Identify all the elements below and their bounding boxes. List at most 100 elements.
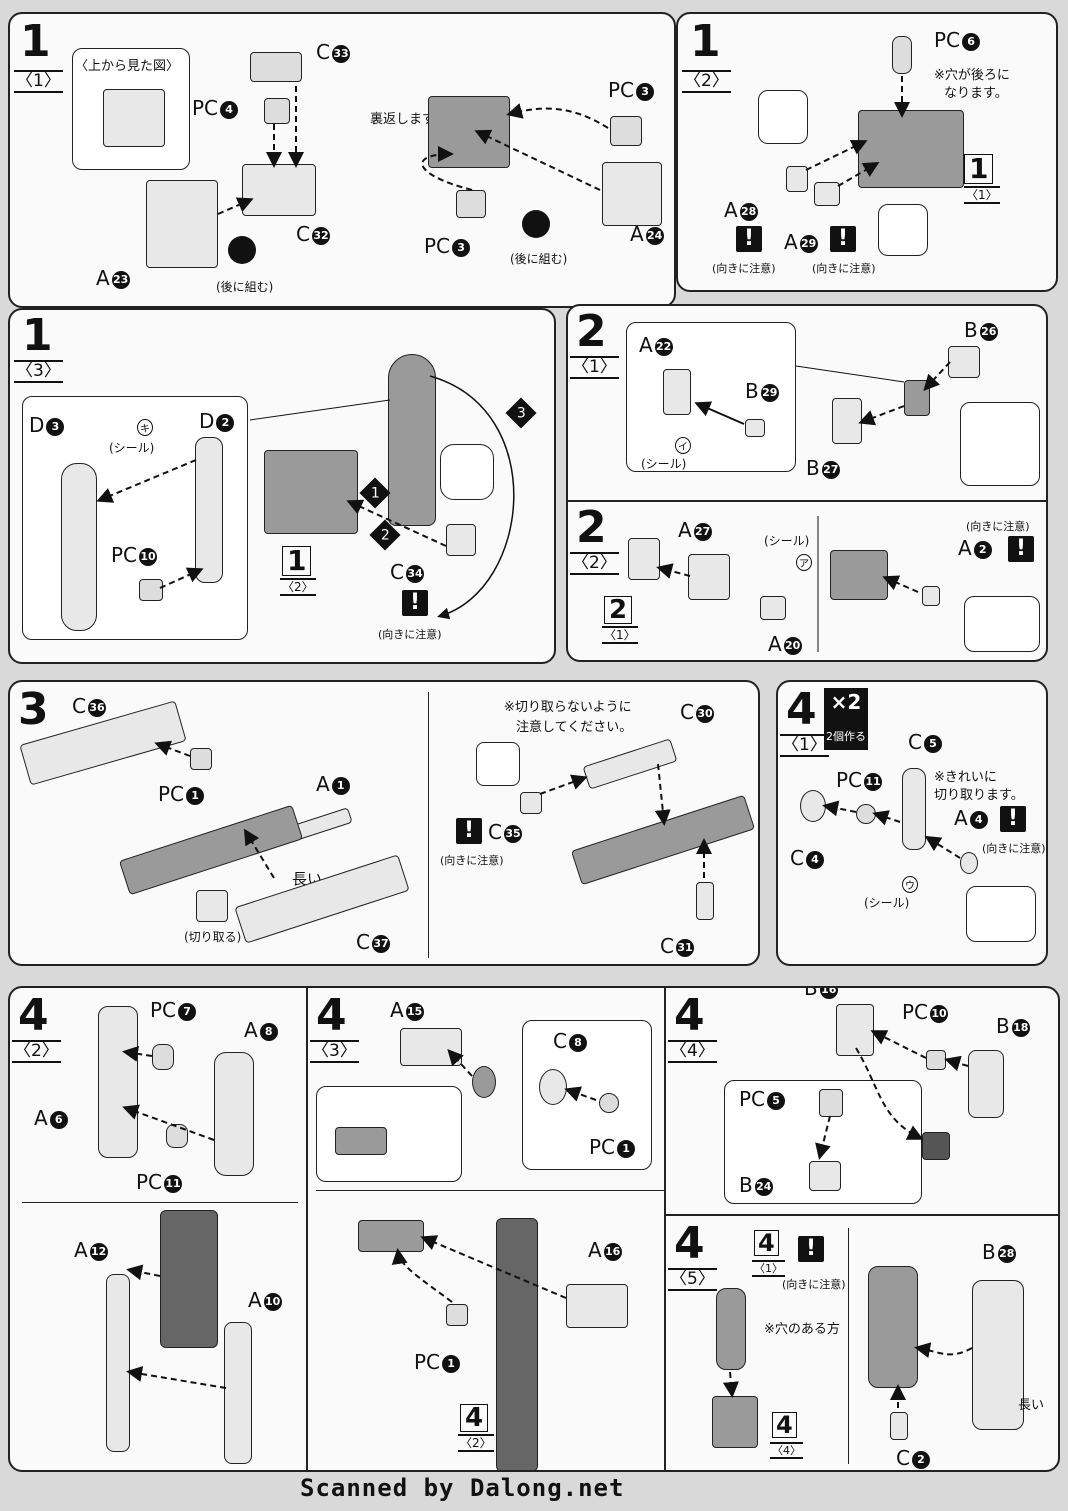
assembly-arrows — [96, 375, 515, 620]
divider — [306, 988, 308, 1470]
part-pc1 — [599, 1093, 619, 1113]
caution-note: (向きに注意) — [966, 520, 1030, 533]
cut-icon — [196, 890, 228, 922]
ref-substep: 〈2〉 — [458, 1434, 494, 1452]
make-two-label: 2個作る — [826, 730, 866, 743]
step-4-4-number: 4 — [674, 990, 705, 1041]
part-long-blade — [496, 1218, 538, 1470]
ref-step-number: 2 — [604, 596, 633, 624]
caution-note: (向きに注意) — [712, 262, 776, 275]
part-head-small — [628, 538, 660, 580]
part-a16 — [566, 1284, 628, 1328]
part-joint-detail — [335, 1127, 387, 1155]
assembly-arrows — [154, 740, 712, 879]
cut-note: (切り取る) — [184, 930, 242, 944]
seal-mark: ウ — [902, 876, 918, 893]
part-pc11 — [166, 1124, 188, 1148]
part-c31 — [696, 882, 714, 920]
times-badge: ×2 2個作る — [824, 688, 868, 750]
ref-substep: 〈2〉 — [280, 578, 316, 596]
assembly-arrows — [805, 76, 910, 187]
part-c32 — [242, 164, 316, 216]
seal-note: (シール) — [641, 457, 687, 471]
caution-note: (向きに注意) — [782, 1278, 846, 1291]
part-body-block — [264, 450, 358, 534]
seal-mark: イ — [675, 437, 691, 454]
divider — [428, 692, 429, 958]
part-a28 — [786, 166, 808, 192]
later-note: (後に組む) — [216, 280, 274, 294]
step-number: 3 — [18, 684, 49, 735]
part-a10 — [224, 1322, 252, 1464]
part-pc6 — [892, 36, 912, 74]
cut-warning-1: ※切り取らないように — [504, 700, 632, 715]
part-c5 — [902, 768, 926, 850]
part-pc10 — [139, 579, 163, 601]
ref-substep: 〈1〉 — [964, 186, 1000, 204]
joint-inset — [316, 1086, 462, 1182]
seal-mark: ア — [796, 554, 812, 571]
cut-warning-2: 注意してください。 — [516, 720, 633, 735]
detail-inset-2 — [878, 204, 928, 256]
step-2-1-number: 2 — [576, 306, 607, 357]
divider — [664, 988, 666, 1470]
part-pin — [520, 792, 542, 814]
assembly-arrows — [822, 800, 961, 859]
detail-inset — [440, 444, 494, 500]
top-view-inset: 〈上から見た図〉 — [72, 48, 190, 170]
later-icon-2 — [522, 210, 550, 238]
part-a8 — [214, 1052, 254, 1176]
part-pc1 — [190, 748, 212, 770]
part-b24 — [809, 1161, 841, 1191]
part-b18 — [968, 1050, 1004, 1118]
ref-step-number: 1 — [282, 546, 312, 576]
part-b16 — [836, 1004, 874, 1056]
part-pc3-top — [610, 116, 642, 146]
caution-icon: ! — [402, 590, 428, 616]
part-foot-block — [712, 1396, 758, 1448]
later-icon — [228, 236, 256, 264]
caution-icon: ! — [1000, 806, 1026, 832]
step-number: 4 — [786, 684, 817, 735]
part-illustration — [103, 89, 165, 147]
detail-inset — [476, 742, 520, 786]
step-2-2-number: 2 — [576, 502, 607, 553]
part-a23 — [146, 180, 218, 268]
assembly-arrows — [656, 361, 951, 652]
part-block — [922, 1132, 950, 1160]
divider — [568, 500, 1046, 502]
divider — [848, 1228, 849, 1464]
substep-label: 〈1〉 — [780, 734, 829, 757]
hole-note: ※穴のある方 — [764, 1322, 840, 1337]
divider — [316, 1190, 666, 1191]
detail-inset — [960, 402, 1040, 486]
part-a24 — [602, 162, 662, 226]
